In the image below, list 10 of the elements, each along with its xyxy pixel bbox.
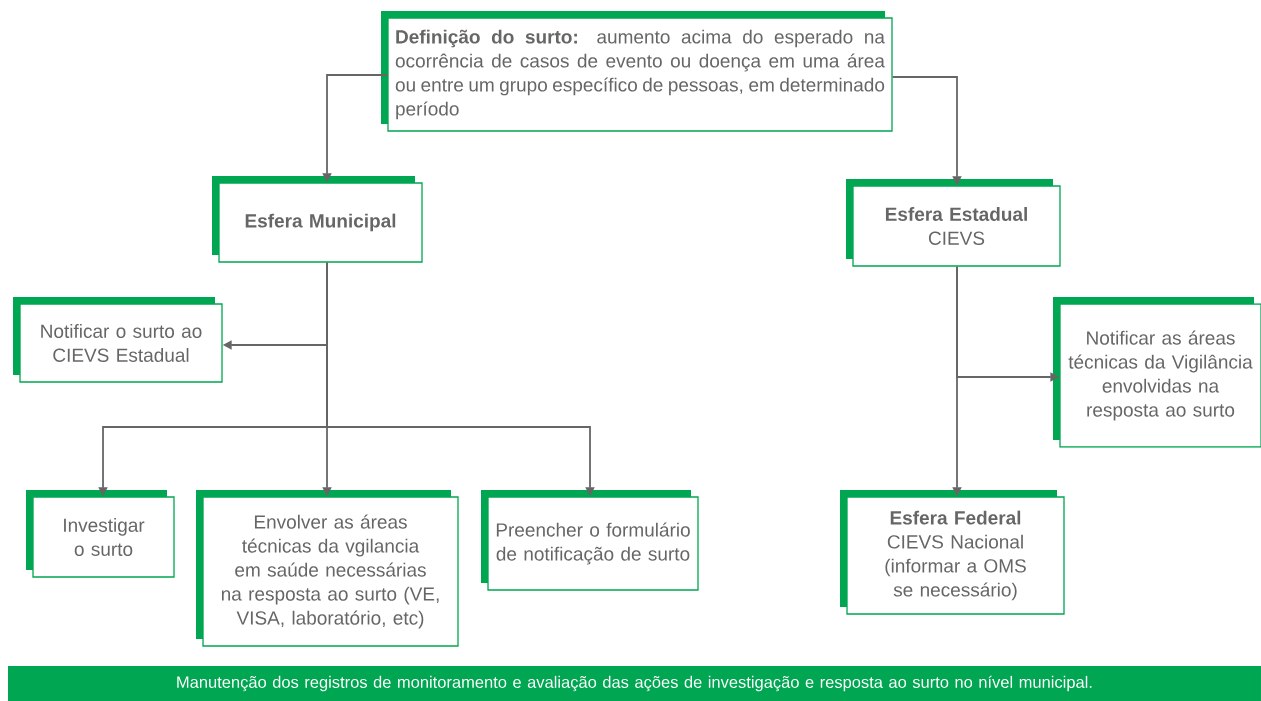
process-box: Esfera Estadual CIEVS bbox=[846, 179, 1061, 267]
process-box: Notificar as áreas técnicas da Vigilância envolvidas na resposta ao surto bbox=[1053, 297, 1261, 448]
process-box: Investigar o surto bbox=[26, 490, 175, 578]
process-box: Preencher o formulário de notificação de surto bbox=[481, 490, 699, 591]
process-box: Esfera Federal CIEVS Nacional (informar a OMS se necessário) bbox=[840, 490, 1065, 615]
process-box: Envolver as áreas técnicas da vgilancia em saúde necessárias na resposta ao surto (VE, VISA, laboratório, etc) bbox=[196, 490, 459, 647]
process-box: Notificar o surto ao CIEVS Estadual bbox=[13, 297, 223, 383]
footer-band: Manutenção dos registros de monitoramento e avaliação das ações de investigação e resposta ao surto no nível municipal. bbox=[8, 666, 1261, 701]
process-box: Esfera Municipal bbox=[212, 176, 423, 263]
definition-box: Definição do surto: aumento acima do esperado na ocorrência de casos de evento ou doença em uma área ou entre um grupo específico de pessoas, em determinado período bbox=[381, 11, 893, 132]
